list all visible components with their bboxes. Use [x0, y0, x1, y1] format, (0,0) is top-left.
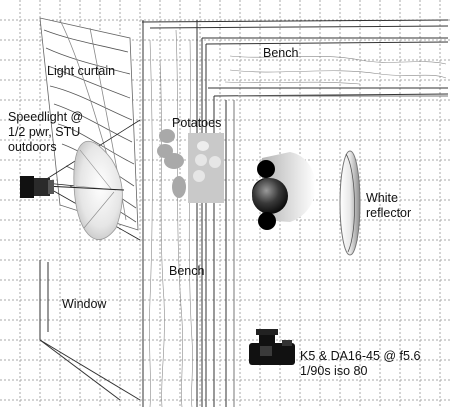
umbrella-icon	[44, 140, 125, 240]
potatoes-label: Potatoes	[172, 116, 222, 130]
window	[39, 260, 141, 401]
white-reflector-label: White reflector	[366, 191, 412, 220]
flash-icon	[20, 176, 54, 198]
camera-settings-label: K5 & DA16-45 @ f5.6 1/90s iso 80	[300, 349, 421, 378]
reflector-disc-icon	[339, 150, 361, 256]
camera-icon	[249, 329, 295, 365]
speedlight-label: Speedlight @ 1/2 pwr, STU outdoors	[8, 110, 84, 154]
bench-top-label: Bench	[263, 46, 299, 60]
potatoes-tray	[188, 133, 224, 203]
light-curtain-label: Light curtain	[47, 64, 116, 78]
bench-texture	[149, 29, 447, 407]
window-label: Window	[62, 297, 107, 311]
sphere-icon	[252, 152, 316, 230]
bench-top-outline	[141, 19, 449, 407]
bench-middle-outline	[142, 20, 198, 407]
potatoes	[157, 129, 186, 198]
bench-middle-label: Bench	[169, 264, 205, 278]
